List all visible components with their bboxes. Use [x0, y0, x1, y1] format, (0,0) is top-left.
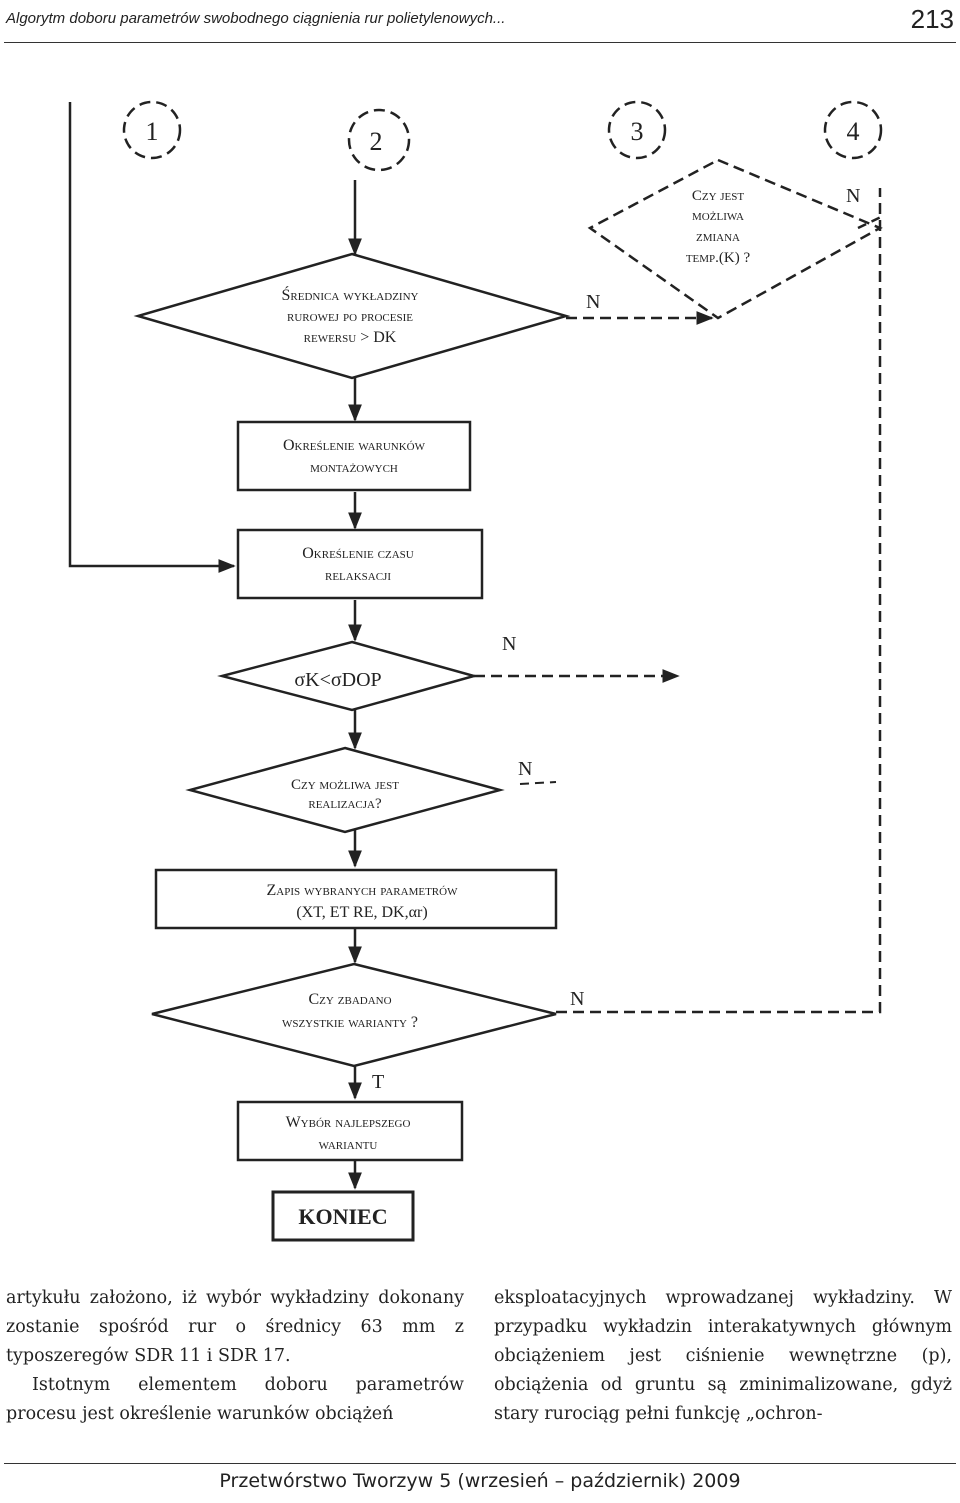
running-title: Algorytm doboru parametrów swobodnego ci… [6, 10, 506, 27]
decision-stress: σK<σDOP [217, 640, 479, 712]
box-installation-conditions: Określenie warunków montażowych [236, 420, 472, 492]
connector-4: 4 [823, 100, 883, 160]
svg-text:Średnica wykładziny: Średnica wykładziny [282, 285, 419, 304]
left-flow-line [68, 102, 236, 573]
paragraph: eksploatacyjnych wprowadzanej wykładziny… [494, 1288, 952, 1424]
svg-text:Określenie warunków: Określenie warunków [283, 437, 426, 454]
svg-text:Czy jest: Czy jest [692, 188, 745, 204]
box-save-parameters: Zapis wybranych parametrów (XT, ET RE, D… [154, 868, 558, 930]
decision-all-variants: Czy zbadano wszystkie warianty ? [151, 962, 557, 1068]
svg-text:możliwa: możliwa [692, 208, 744, 224]
svg-text:realizacja?: realizacja? [308, 796, 382, 812]
header-rule [4, 42, 956, 43]
connector-1: 1 [122, 100, 182, 160]
connector-2: 2 [347, 108, 411, 172]
running-header: Algorytm doboru parametrów swobodnego ci… [0, 0, 960, 44]
temp-no-label: N [846, 185, 860, 207]
footer-rule [4, 1463, 956, 1464]
page-number: 213 [910, 4, 954, 34]
flowchart: 1 2 3 4 Czy jest możliwa zmiana temp.(K)… [68, 100, 884, 1242]
connector-4-label: 4 [847, 117, 860, 146]
all-variants-no-label: N [570, 988, 584, 1010]
box-end: KONIEC [271, 1190, 415, 1242]
diameter-no-label: N [586, 291, 600, 313]
svg-text:relaksacji: relaksacji [325, 567, 391, 584]
box-relaxation-time: Określenie czasu relaksacji [236, 528, 484, 600]
svg-text:temp.(K) ?: temp.(K) ? [686, 250, 751, 266]
connector-3: 3 [607, 100, 667, 160]
svg-text:montażowych: montażowych [310, 459, 398, 476]
svg-text:Czy zbadano: Czy zbadano [308, 991, 391, 1008]
decision-diameter: Średnica wykładziny rurowej po procesie … [133, 252, 571, 380]
connector-2-label: 2 [370, 127, 383, 156]
text-column-left: artykułu założono, iż wybór wykładziny d… [6, 1284, 464, 1429]
all-variants-yes-label: T [372, 1071, 384, 1093]
svg-text:Zapis wybranych parametrów: Zapis wybranych parametrów [267, 882, 459, 899]
paragraph: Istotnym elementem doboru parametrów pro… [6, 1375, 464, 1424]
connector-3-label: 3 [631, 117, 644, 146]
realization-no-label: N [518, 758, 532, 780]
box-best-variant: Wybór najlepszego wariantu [236, 1100, 464, 1162]
connector-1-label: 1 [146, 117, 159, 146]
svg-text:wariantu: wariantu [319, 1136, 378, 1153]
svg-text:Czy możliwa jest: Czy możliwa jest [291, 777, 399, 793]
svg-text:wszystkie warianty ?: wszystkie warianty ? [282, 1014, 418, 1031]
decision-temperature-change: Czy jest możliwa zmiana temp.(K) ? [587, 158, 883, 320]
svg-text:zmiana: zmiana [696, 229, 740, 245]
svg-text:σK<σDOP: σK<σDOP [294, 669, 381, 691]
svg-text:rurowej po procesie: rurowej po procesie [287, 308, 413, 325]
svg-text:(XT, ET RE, DK,αr): (XT, ET RE, DK,αr) [296, 904, 427, 921]
body-text: artykułu założono, iż wybór wykładziny d… [6, 1284, 956, 1434]
svg-text:Wybór najlepszego: Wybór najlepszego [286, 1114, 411, 1131]
svg-text:Określenie czasu: Określenie czasu [302, 545, 414, 562]
text-column-right: eksploatacyjnych wprowadzanej wykładziny… [494, 1284, 952, 1429]
decision-realization: Czy możliwa jest realizacja? [185, 746, 505, 834]
stress-no-label: N [502, 633, 516, 655]
svg-text:KONIEC: KONIEC [298, 1204, 387, 1229]
footer-journal: Przetwórstwo Tworzyw 5 (wrzesień – paźdz… [219, 1470, 741, 1492]
svg-text:rewersu > DK: rewersu > DK [304, 329, 397, 346]
paragraph: artykułu założono, iż wybór wykładziny d… [6, 1288, 464, 1366]
